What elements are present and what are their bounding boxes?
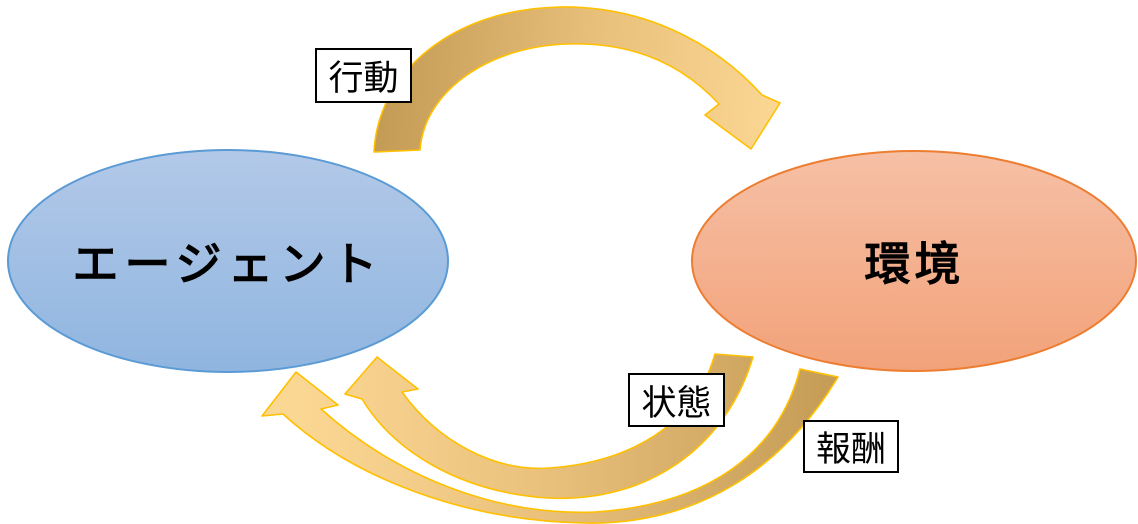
state-arrow: [344, 353, 754, 500]
reward-edge-label: 報酬: [803, 420, 899, 473]
environment-node-shape: [691, 150, 1137, 372]
state-edge-label: 状態: [628, 373, 725, 427]
action-edge-label: 行動: [315, 48, 412, 103]
reward-arrow: [261, 368, 839, 524]
agent-node-shape: [7, 149, 449, 373]
action-arrow: [373, 6, 781, 153]
